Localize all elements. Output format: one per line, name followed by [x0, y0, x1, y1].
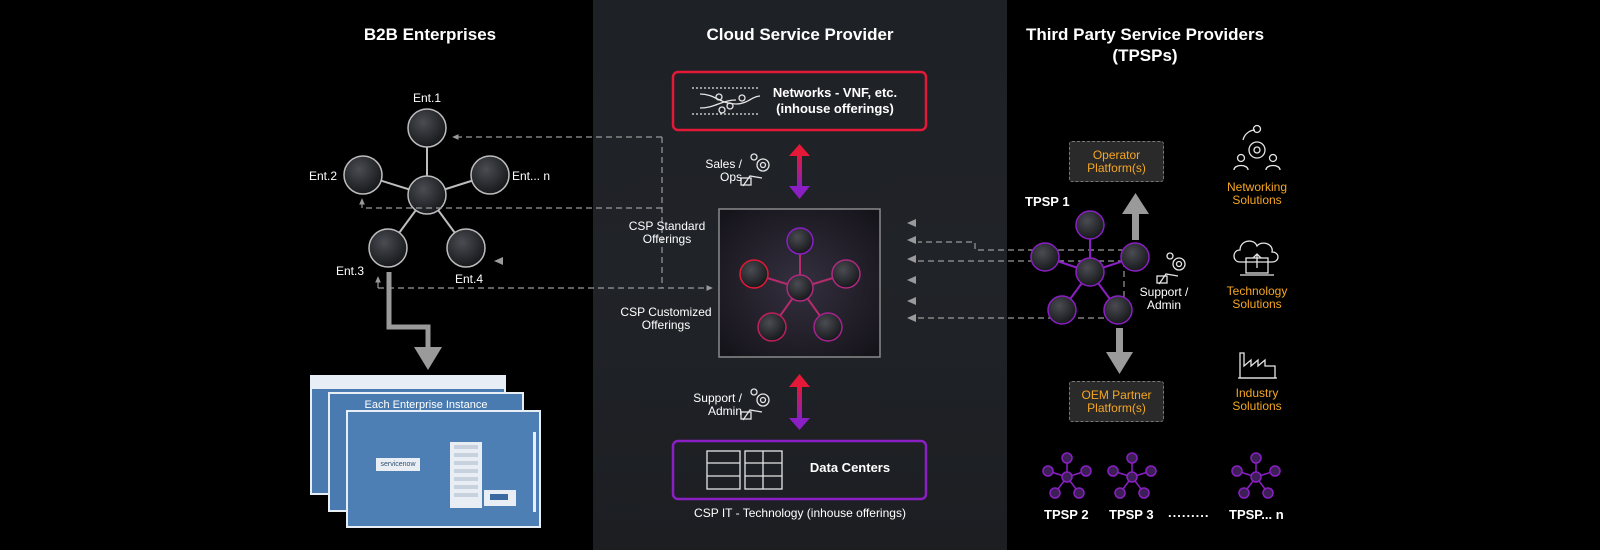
industry-solutions-label: Industry Solutions	[1212, 387, 1302, 413]
operator-line2: Platform(s)	[1087, 161, 1146, 175]
b2b-to-instance-arrow	[386, 272, 442, 370]
datacenters-box	[671, 439, 928, 501]
servicenow-menu-panel	[450, 442, 482, 508]
cloud-upload-icon	[1233, 240, 1279, 276]
networks-box	[671, 70, 928, 132]
tpspn-network	[1231, 452, 1281, 499]
csp-hub-node	[786, 274, 814, 302]
screen-scrollbar	[533, 432, 536, 512]
tpsp-csp-arrowheads	[907, 219, 916, 322]
oem-platform-box: OEM Partner Platform(s)	[1069, 381, 1164, 422]
csp-customized-label: CSP Customized Offerings	[612, 306, 720, 332]
networks-line2: (inhouse offerings)	[776, 101, 894, 116]
tpsp3-label: TPSP 3	[1109, 507, 1154, 522]
networks-line1: Networks - VNF, etc.	[772, 85, 898, 100]
ent1-label: Ent.1	[412, 91, 442, 105]
entn-label: Ent... n	[512, 169, 551, 183]
networking-line1: Networking	[1226, 180, 1288, 194]
servicenow-logo: servicenow	[376, 458, 420, 471]
ent2-label: Ent.2	[308, 169, 338, 183]
csp-customized-line2: Offerings	[641, 318, 691, 332]
servicenow-action-button	[490, 494, 508, 500]
csp-title: Cloud Service Provider	[706, 25, 894, 44]
tpsp1-label: TPSP 1	[1025, 194, 1070, 209]
instance-label: Each Enterprise Instance	[364, 399, 488, 411]
csp-support-line1: Support /	[693, 391, 742, 405]
tpsp-support-gear-icon	[1156, 252, 1186, 285]
csp-it-caption: CSP IT - Technology (inhouse offerings)	[694, 506, 906, 520]
csp-customized-line1: CSP Customized	[620, 305, 712, 319]
tpsp-title-line1: Third Party Service Providers	[1025, 25, 1265, 44]
csp-support-line2: Admin	[707, 404, 742, 418]
csp-network	[739, 227, 861, 342]
ent3-label: Ent.3	[335, 264, 365, 278]
technology-line1: Technology	[1226, 284, 1288, 298]
ent3-node	[368, 228, 408, 268]
tpspn-label: TPSP... n	[1229, 507, 1284, 522]
networking-line2: Solutions	[1232, 193, 1282, 207]
industry-line2: Solutions	[1232, 399, 1282, 413]
b2b-csp-dashed-links	[359, 134, 713, 291]
sales-ops-line2: Ops	[719, 170, 742, 184]
technology-line2: Solutions	[1232, 297, 1282, 311]
networks-icon	[692, 87, 761, 115]
tpsp-support-line1: Support /	[1139, 285, 1189, 299]
ent4-label: Ent.4	[454, 272, 484, 286]
datacenters-label: Data Centers	[809, 460, 891, 475]
industry-line1: Industry	[1235, 386, 1279, 400]
to-oem-arrow	[1106, 328, 1133, 374]
tpsp2-network	[1042, 452, 1092, 499]
networks-label: Networks - VNF, etc. (inhouse offerings)	[760, 85, 910, 117]
instance-screen-front: servicenow	[346, 410, 541, 528]
entn-node	[470, 155, 510, 195]
networking-solutions-label: Networking Solutions	[1212, 181, 1302, 207]
csp-standard-line2: Offerings	[642, 232, 692, 246]
sales-ops-line1: Sales /	[705, 157, 742, 171]
tpsp2-label: TPSP 2	[1044, 507, 1089, 522]
sales-ops-gear-icon	[740, 153, 770, 187]
operator-line1: Operator	[1092, 148, 1141, 162]
networking-people-gear-icon	[1233, 124, 1281, 171]
support-admin-gear-icon	[740, 388, 770, 421]
server-rack-icon	[706, 450, 783, 490]
tpsp-support-label: Support / Admin	[1134, 286, 1194, 312]
tpsp-title: Third Party Service Providers (TPSPs)	[1000, 24, 1290, 66]
oem-line1: OEM Partner	[1081, 388, 1152, 402]
csp-standard-line1: CSP Standard	[628, 219, 706, 233]
tpsp-title-line2: (TPSPs)	[1112, 46, 1178, 65]
ent1-node	[407, 108, 447, 148]
oem-line2: Platform(s)	[1087, 401, 1146, 415]
b2b-network	[343, 108, 510, 268]
tpsp-support-line2: Admin	[1146, 298, 1181, 312]
csp-support-label: Support / Admin	[678, 392, 742, 418]
ent4-node	[446, 228, 486, 268]
b2b-title: B2B Enterprises	[363, 25, 497, 44]
operator-platform-box: Operator Platform(s)	[1069, 141, 1164, 182]
support-admin-arrow	[789, 374, 810, 430]
csp-standard-label: CSP Standard Offerings	[617, 220, 717, 246]
ent2-node	[343, 155, 383, 195]
sales-ops-arrow	[789, 144, 810, 199]
tpsp-ellipsis: .........	[1168, 505, 1210, 520]
factory-icon	[1238, 352, 1277, 379]
tpsp1-network	[1030, 210, 1150, 325]
to-operator-arrow	[1122, 193, 1149, 240]
screen-titlebar	[312, 377, 504, 389]
tpsp3-network	[1107, 452, 1157, 499]
sales-ops-label: Sales / Ops	[692, 158, 742, 184]
technology-solutions-label: Technology Solutions	[1212, 285, 1302, 311]
b2b-hub-node	[407, 175, 447, 215]
ent4-arrowhead	[494, 257, 503, 265]
